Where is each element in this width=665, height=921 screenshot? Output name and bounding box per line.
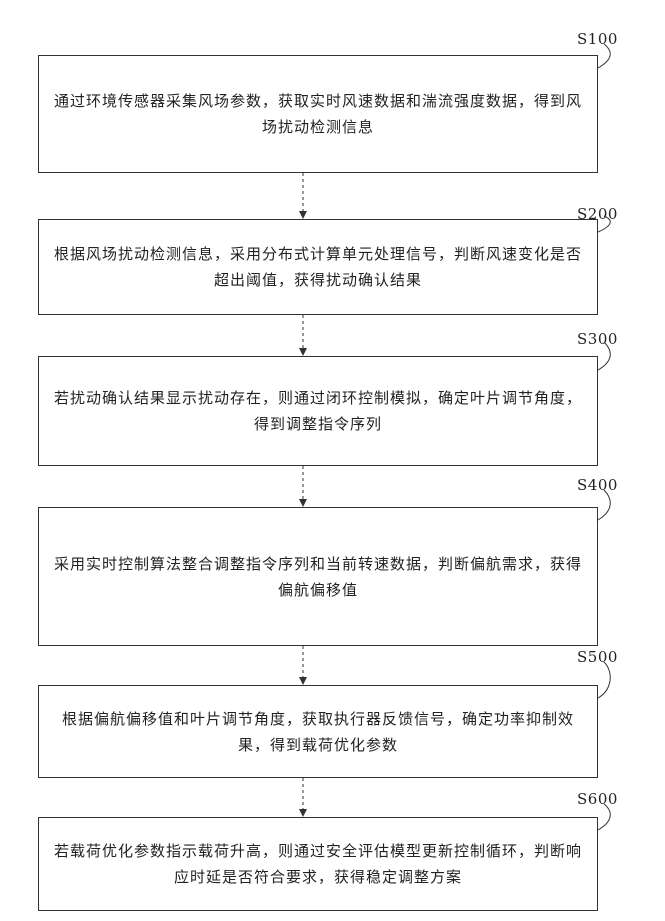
arrowhead-s600 (299, 809, 307, 817)
arrowhead-s500 (299, 677, 307, 685)
leader-line-s200 (598, 216, 610, 232)
leader-line-s300 (598, 342, 610, 370)
leader-line-s100 (598, 44, 610, 68)
arrowhead-s200 (299, 211, 307, 219)
leader-line-s600 (598, 804, 610, 830)
leader-line-s400 (598, 490, 610, 520)
arrowhead-s400 (299, 499, 307, 507)
leader-line-s500 (598, 662, 610, 698)
arrowhead-s300 (299, 348, 307, 356)
